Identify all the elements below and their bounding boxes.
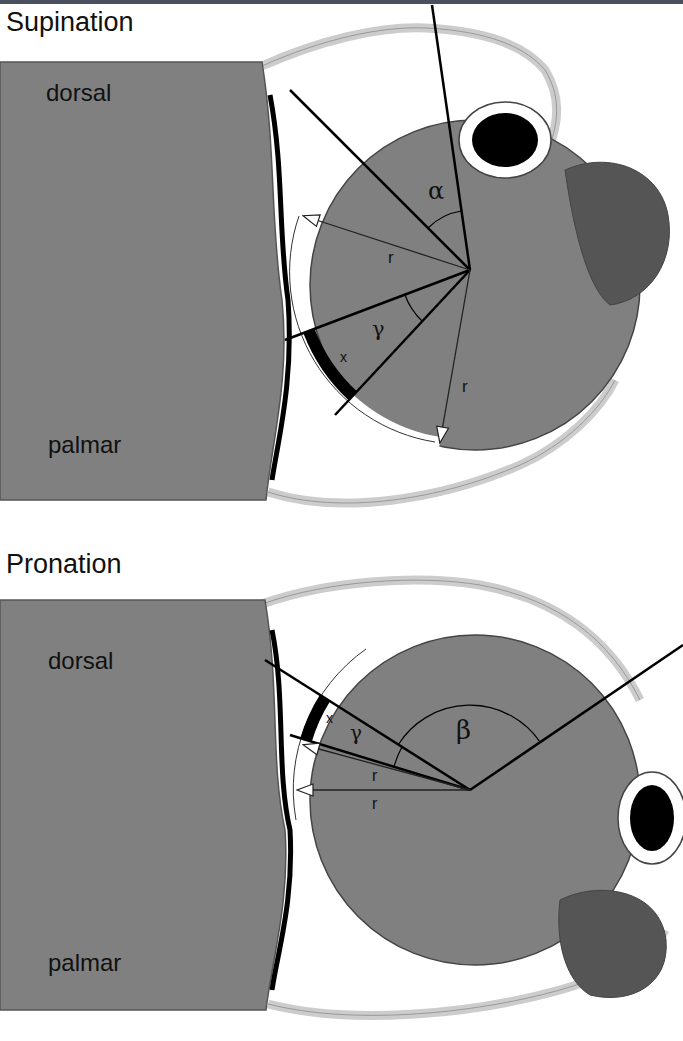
side-label: dorsal bbox=[46, 80, 111, 106]
side-label: dorsal bbox=[48, 648, 113, 674]
panel-heading: Supination bbox=[6, 8, 134, 38]
radius-bone bbox=[0, 600, 286, 1010]
sigmoid-cartilage bbox=[270, 95, 289, 480]
side-label: palmar bbox=[48, 432, 121, 458]
top-bar bbox=[0, 0, 683, 4]
supination-panel bbox=[0, 5, 669, 503]
angle-label: γ bbox=[372, 318, 385, 341]
side-label: palmar bbox=[48, 950, 121, 976]
contact-segment bbox=[309, 331, 353, 396]
ulna-styloid bbox=[559, 890, 667, 997]
segment-label: x bbox=[326, 711, 333, 726]
angle-label: γ bbox=[350, 722, 362, 744]
angle-label: β bbox=[456, 716, 471, 745]
radius-label: r bbox=[372, 767, 377, 785]
radius-bone bbox=[0, 62, 284, 500]
ulna-styloid bbox=[565, 162, 669, 305]
radius-label: r bbox=[372, 795, 377, 813]
pronation-panel bbox=[0, 580, 683, 1015]
tendon bbox=[472, 113, 538, 167]
tendon bbox=[630, 785, 674, 851]
segment-label: x bbox=[340, 350, 347, 365]
radius-label: r bbox=[388, 249, 394, 268]
radius-label: r bbox=[462, 378, 468, 397]
angle-label: α bbox=[428, 178, 444, 204]
panel-heading: Pronation bbox=[6, 550, 122, 580]
